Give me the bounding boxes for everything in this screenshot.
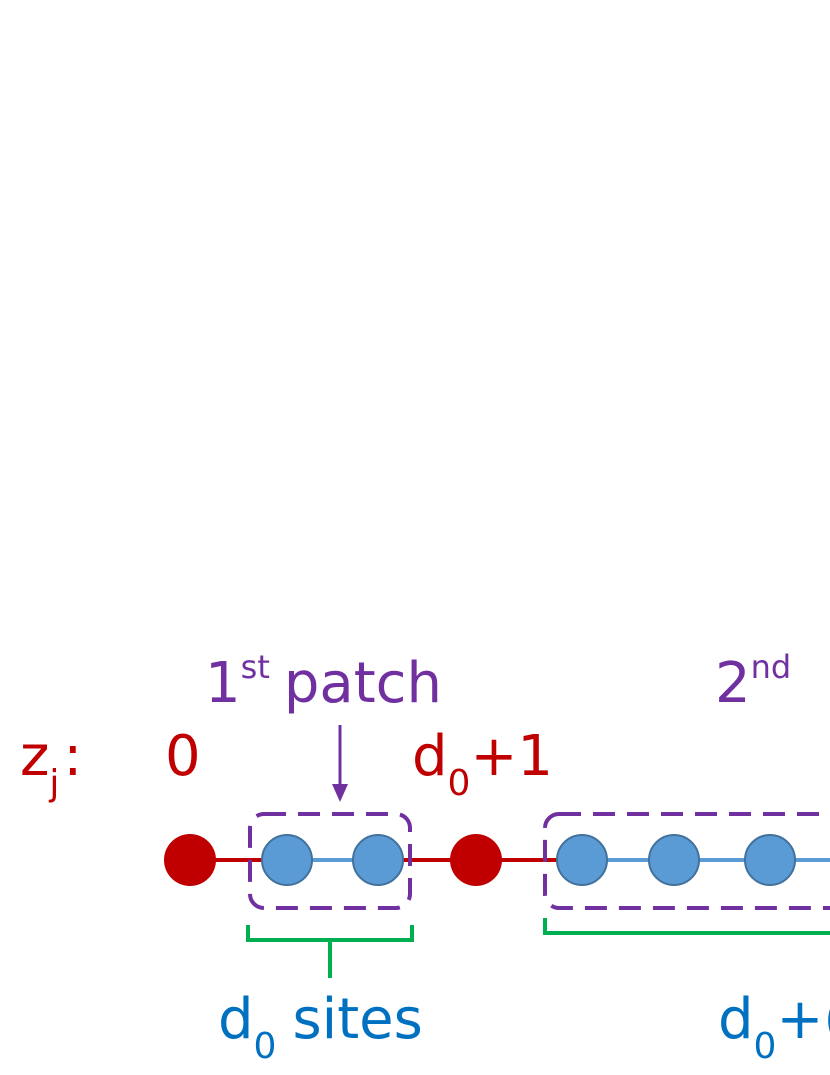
blue-sites (261, 834, 796, 886)
patch2-sup: nd (751, 648, 792, 686)
red-site-d0plus1 (450, 834, 502, 886)
sites1-rest: sites (292, 987, 422, 1052)
d0plus1-d: d (412, 724, 448, 789)
z-colon: : (63, 724, 82, 789)
d0plus1-rest: +1 (470, 724, 553, 789)
patch1-word: patch (284, 651, 442, 716)
red-site-0 (164, 834, 216, 886)
z-symbol: z (20, 724, 49, 789)
blue-site (556, 834, 608, 886)
z-j-label: zj: (20, 724, 82, 804)
blue-site (744, 834, 796, 886)
blue-site (261, 834, 313, 886)
brace-patch-1 (246, 925, 414, 978)
blue-site (352, 834, 404, 886)
patch1-sup: st (241, 648, 270, 686)
patch-1-box (248, 812, 412, 910)
sites2-sub: 0 (754, 1026, 777, 1067)
blue-site (648, 834, 700, 886)
zero-label: 0 (165, 724, 201, 789)
patch1-num: 1 (205, 651, 241, 716)
sites-2-label: d0+( (718, 987, 830, 1067)
red-sites (164, 834, 502, 886)
d0-plus-1-label: d0+1 (412, 724, 553, 804)
patch-2-label: 2nd (715, 648, 791, 716)
brace-patch-2 (543, 918, 830, 935)
patch-2-box (543, 812, 830, 910)
sites-1-label: d0 sites (218, 987, 423, 1067)
patch2-num: 2 (715, 651, 751, 716)
sites2-d: d (718, 987, 754, 1052)
d0plus1-sub: 0 (448, 763, 471, 804)
sites1-sub: 0 (254, 1026, 277, 1067)
patch-1-arrow (332, 725, 348, 802)
sites2-rest: +( (776, 987, 830, 1052)
sites1-d: d (218, 987, 254, 1052)
z-subscript: j (48, 763, 59, 804)
